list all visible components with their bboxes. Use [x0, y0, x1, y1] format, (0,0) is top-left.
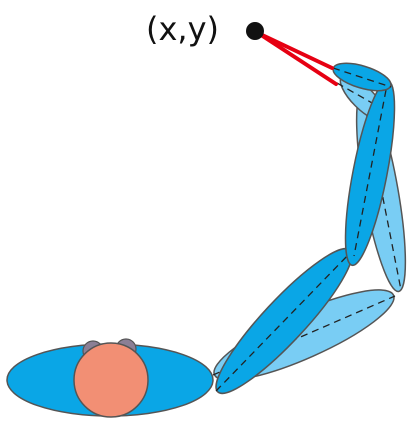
target-point [246, 22, 264, 40]
body [7, 339, 213, 417]
reach-line-back [258, 33, 336, 84]
target-label: (x,y) [146, 9, 219, 49]
reach-lines [258, 33, 336, 84]
head [74, 343, 148, 417]
